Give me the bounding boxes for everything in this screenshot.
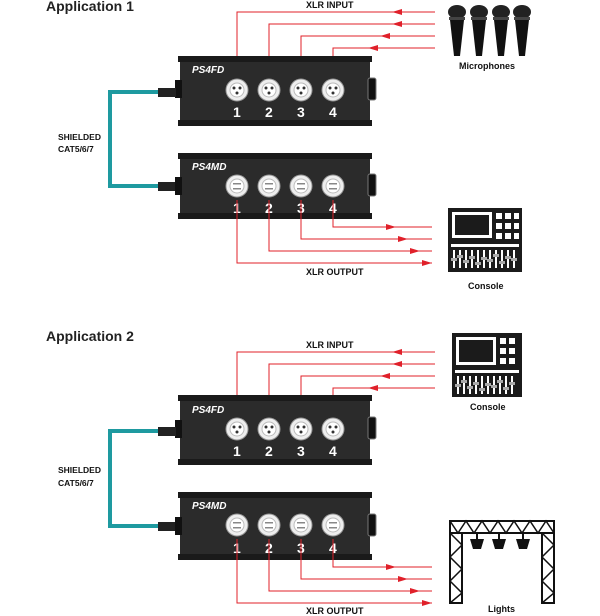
port-number: 4: [329, 443, 337, 459]
application-1-title: Application 1: [46, 0, 134, 14]
xlr-port: [257, 513, 281, 537]
xlr-port: [225, 174, 249, 198]
xlr-port: [225, 78, 249, 102]
xlr-output-lines-1: [236, 200, 432, 266]
application-1: Application 1 XLR INPUT: [46, 0, 531, 291]
xlr-output-label-1: XLR OUTPUT: [306, 267, 364, 277]
port-number: 2: [265, 443, 273, 459]
xlr-port: [225, 513, 249, 537]
cat-cable-2: [108, 427, 176, 531]
cable-label-line1-1: SHIELDED: [58, 132, 101, 142]
xlr-output-lines-2: [236, 539, 432, 606]
ps4fd-box-1: PS4FD: [175, 56, 377, 126]
source-device-label-1: Microphones: [459, 61, 515, 71]
xlr-input-label-2: XLR INPUT: [306, 340, 354, 350]
ps4fd-label-2: PS4FD: [192, 405, 224, 416]
ps4md-label-2: PS4MD: [192, 501, 226, 512]
ps4fd-label-1: PS4FD: [192, 65, 224, 76]
cat-cable-1: [108, 88, 176, 191]
port-number: 1: [233, 104, 241, 120]
xlr-input-label-1: XLR INPUT: [306, 0, 354, 10]
xlr-port: [289, 417, 313, 441]
microphones-icon: [448, 5, 531, 56]
ps4md-label-1: PS4MD: [192, 162, 226, 173]
mixing-console-icon: [448, 208, 522, 272]
port-number: 4: [329, 104, 337, 120]
mixing-console-icon: [452, 333, 522, 397]
xlr-port: [257, 78, 281, 102]
application-2-title: Application 2: [46, 328, 134, 344]
destination-device-label-2: Lights: [488, 604, 515, 614]
xlr-port: [257, 174, 281, 198]
port-number: 1: [233, 443, 241, 459]
source-device-label-2: Console: [470, 402, 506, 412]
cable-label-line1-2: SHIELDED: [58, 465, 101, 475]
xlr-port: [257, 417, 281, 441]
ps4fd-ports-1: 1 2 3 4: [225, 78, 345, 120]
xlr-output-label-2: XLR OUTPUT: [306, 606, 364, 616]
xlr-port: [289, 513, 313, 537]
application-2: Application 2 XLR INPUT: [46, 328, 556, 616]
destination-device-label-1: Console: [468, 281, 504, 291]
lights-truss-icon: [448, 519, 556, 604]
cable-label-line2-1: CAT5/6/7: [58, 144, 94, 154]
port-number: 3: [297, 443, 305, 459]
xlr-port: [321, 174, 345, 198]
cable-label-line2-2: CAT5/6/7: [58, 478, 94, 488]
xlr-port: [321, 513, 345, 537]
xlr-port: [225, 417, 249, 441]
xlr-port: [289, 78, 313, 102]
port-number: 2: [265, 104, 273, 120]
xlr-port: [321, 417, 345, 441]
xlr-port: [289, 174, 313, 198]
port-number: 3: [297, 104, 305, 120]
xlr-port: [321, 78, 345, 102]
ps4fd-ports-2: 1 2 3 4: [225, 417, 345, 459]
